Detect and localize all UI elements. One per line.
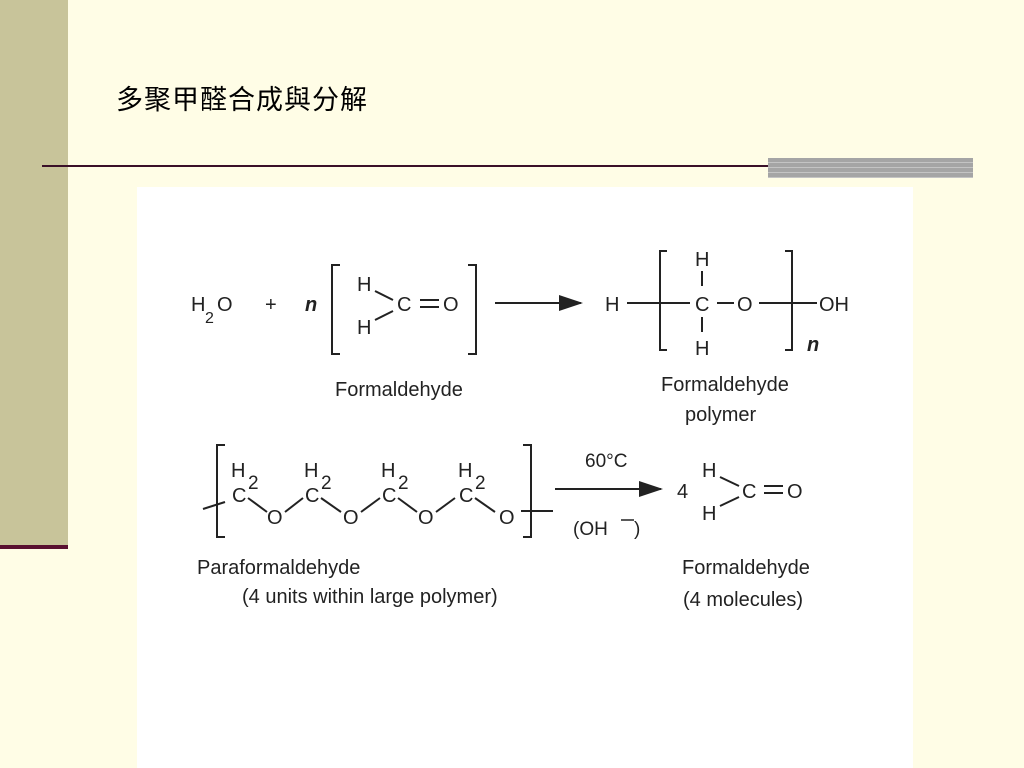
prod-h2: H: [702, 503, 716, 525]
para-unit2-o: O: [343, 507, 359, 529]
left-accent-bar: [0, 0, 68, 545]
para-unit4-h: H: [458, 460, 472, 482]
fa-o: O: [443, 294, 459, 316]
para-end-bond-left: [202, 501, 226, 510]
para-unit2-h: H: [304, 460, 318, 482]
fa-c: C: [397, 294, 411, 316]
para-bond-4: [360, 497, 381, 513]
para-unit1-sub: 2: [248, 473, 259, 494]
bracket-left-3: [216, 444, 225, 538]
para-bond-1: [247, 497, 268, 513]
bracket-left-2: [659, 250, 667, 351]
bracket-left-1: [331, 264, 340, 355]
bracket-right-1: [468, 264, 477, 355]
product-coefficient: 4: [677, 481, 688, 503]
fa-bond-h2: [374, 310, 394, 321]
prod-h1: H: [702, 460, 716, 482]
para-unit4-o: O: [499, 507, 515, 529]
poly-o: O: [737, 294, 753, 316]
para-bond-3: [320, 497, 342, 513]
coefficient-n: n: [305, 294, 317, 316]
para-unit1-c: C: [232, 485, 246, 507]
water-o: O: [217, 294, 233, 316]
product-formaldehyde-structure: H H C O: [702, 460, 803, 525]
plus-sign: +: [265, 294, 277, 316]
poly-h-left: H: [605, 294, 619, 316]
para-bond-7: [474, 497, 496, 513]
poly-c: C: [695, 294, 709, 316]
polymer-label-line2: polymer: [685, 404, 756, 426]
para-unit1-o: O: [267, 507, 283, 529]
prod-o: O: [787, 481, 803, 503]
formaldehyde-label: Formaldehyde: [335, 379, 463, 401]
poly-oh: OH: [819, 294, 849, 316]
product-label-line1: Formaldehyde: [682, 557, 810, 579]
water-subscript: 2: [205, 310, 214, 327]
para-unit4-c: C: [459, 485, 473, 507]
product-label-line2: (4 molecules): [683, 589, 803, 611]
bracket-right-3: [523, 444, 532, 538]
para-unit3-o: O: [418, 507, 434, 529]
bracket-right-2: [785, 250, 793, 351]
para-bond-6: [435, 497, 456, 513]
poly-h-top: H: [695, 249, 709, 271]
fa-bond-h1: [374, 290, 394, 301]
para-unit4-sub: 2: [475, 473, 486, 494]
corner-accent-block: [768, 158, 973, 178]
slide-title: 多聚甲醛合成與分解: [116, 85, 368, 116]
prod-bond-h1: [719, 476, 740, 487]
formaldehyde-structure: H H C O: [357, 274, 459, 339]
para-label-line2: (4 units within large polymer): [242, 586, 498, 608]
para-unit2-sub: 2: [321, 473, 332, 494]
para-unit1-h: H: [231, 460, 245, 482]
poly-subscript-n: n: [807, 334, 819, 356]
reaction-diagram: H 2 O + n H H C O Formaldehyde H H: [191, 249, 849, 611]
water-h: H: [191, 294, 205, 316]
para-unit3-h: H: [381, 460, 395, 482]
formaldehyde-polymer-structure: H H C H O OH n: [605, 249, 849, 360]
polymer-label-line1: Formaldehyde: [661, 374, 789, 396]
title-divider: [42, 165, 972, 167]
poly-h-bottom: H: [695, 338, 709, 360]
para-unit2-c: C: [305, 485, 319, 507]
para-bond-2: [284, 497, 304, 513]
condition-catalyst: (OH: [573, 519, 608, 540]
diagram-panel: H 2 O + n H H C O Formaldehyde H H: [137, 187, 913, 768]
left-accent-rule: [0, 545, 68, 549]
condition-catalyst-close: ): [634, 519, 640, 540]
para-label-line1: Paraformaldehyde: [197, 557, 360, 579]
water-molecule: H 2 O: [191, 294, 233, 327]
prod-bond-h2: [719, 496, 740, 507]
prod-c: C: [742, 481, 756, 503]
para-bond-5: [397, 497, 418, 513]
paraformaldehyde-structure: H 2 C O H 2 C O H 2 C O H 2 C O: [231, 460, 515, 529]
para-unit3-sub: 2: [398, 473, 409, 494]
fa-h2: H: [357, 317, 371, 339]
condition-temperature: 60°C: [585, 451, 627, 472]
para-unit3-c: C: [382, 485, 396, 507]
fa-h1: H: [357, 274, 371, 296]
